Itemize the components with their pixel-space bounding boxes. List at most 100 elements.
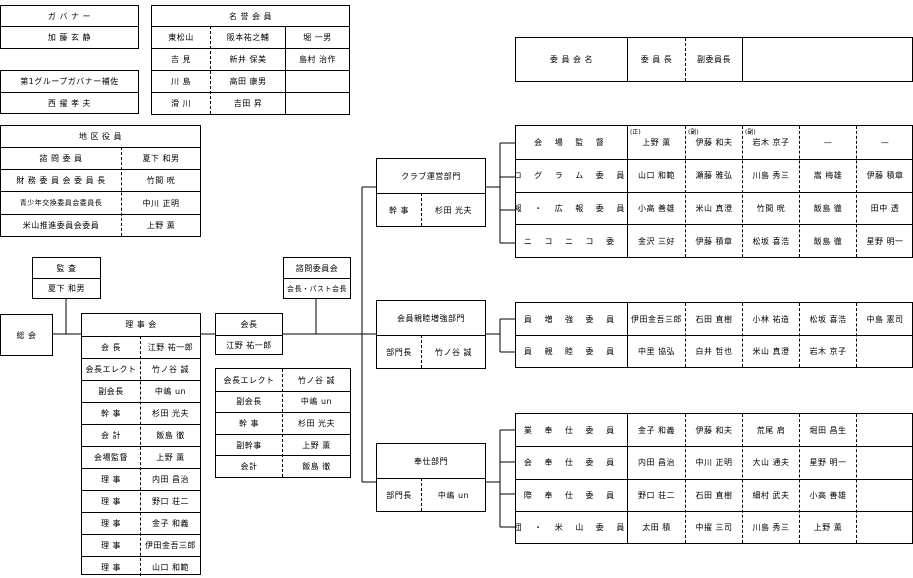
- board-role: 理 事: [100, 519, 122, 528]
- committee-chair: 太田 積: [642, 522, 671, 532]
- role-mark: (副): [745, 129, 756, 136]
- committee-m3: [857, 447, 913, 478]
- board-member: 上野 薫: [156, 453, 185, 462]
- advisory-title: 諮問委員会: [295, 263, 339, 273]
- header-committee-name: 委 員 会 名: [549, 55, 594, 64]
- president-box: 会長 江野 祐一郎: [215, 313, 283, 355]
- header-members: 委 員: [743, 38, 913, 81]
- committee-name: 職 業 奉 仕 委 員 会: [516, 426, 627, 436]
- board-title: 理 事 会: [125, 320, 157, 329]
- committee-m1: 大山 通夫: [752, 458, 790, 468]
- committee-m2: 飯島 徹: [813, 236, 843, 246]
- governor-box: ガ バ ナ ー 加 藤 玄 静: [0, 5, 139, 49]
- committee-chair: 山口 和範: [637, 171, 676, 181]
- honorary-members-box: 名 誉 会 員 東松山 阪本祐之輔 堀 一男 吉 見 新井 保美 島村 治作 川…: [151, 5, 350, 115]
- district-person: 上野 薫: [146, 221, 176, 230]
- committee-name: 会 報 ・ 広 報 委 員 会: [516, 203, 627, 213]
- advisory-committee-box: 諮問委員会 会長・パスト会長: [283, 257, 351, 299]
- committee-m3: [857, 336, 913, 367]
- board-role: 会 計: [100, 431, 122, 440]
- division-title: 会員親睦増強部門: [397, 313, 465, 323]
- assistant-governor-title: 第1グループガバナー補佐: [20, 77, 119, 86]
- district-role: 財 務 委 員 会 委 員 長: [16, 176, 106, 185]
- honorary-cell: 新井 保美: [229, 55, 267, 64]
- division-role: 幹 事: [388, 205, 410, 215]
- board-role: 理 事: [100, 541, 122, 550]
- board-role: 理 事: [100, 497, 122, 506]
- board-member: 内田 昌治: [151, 475, 190, 484]
- board-role: 副会長: [98, 387, 124, 396]
- committee-chair: 内田 昌治: [637, 458, 676, 468]
- district-title: 地 区 役 員: [78, 131, 123, 141]
- committee-vice: 石田 直樹: [695, 315, 733, 324]
- committee-m1: 松坂 喜浩: [752, 236, 790, 246]
- honorary-cell: 高田 康男: [229, 77, 267, 86]
- division-club-operations: クラブ運営部門 幹 事 杉田 光夫: [376, 158, 486, 227]
- committee-m3: 伊藤 積章: [866, 171, 904, 181]
- committee-chair: 伊田金吾三郎: [631, 315, 682, 324]
- auditor-box: 監 査 夏下 和男: [32, 257, 101, 299]
- honorary-cell: 川 島: [170, 77, 192, 86]
- committee-chair: 上野 薫: [642, 138, 671, 148]
- committee-m2: 上野 薫: [813, 522, 843, 532]
- committee-m3: 田中 透: [870, 203, 900, 213]
- committee-vice: 米山 真澄: [695, 203, 733, 213]
- board-member: 金子 和義: [151, 519, 190, 528]
- division-head: 竹ノ谷 誠: [434, 347, 473, 357]
- committee-vice: 石田 直樹: [695, 490, 733, 500]
- board-role: 理 事: [100, 563, 122, 572]
- officer-name: 中嶋 un: [300, 397, 333, 407]
- board-role: 会長エレクト: [85, 365, 137, 374]
- committee-m2: 岩木 京子: [809, 347, 847, 356]
- division-title: 奉仕部門: [414, 456, 448, 466]
- committee-m3: [857, 415, 913, 446]
- district-person: 中川 正明: [142, 198, 180, 208]
- honorary-title: 名 誉 会 員: [228, 11, 273, 21]
- district-role: 青少年交換委員会委員長: [19, 199, 103, 207]
- committee-name: 出 席 ニ コ ニ コ 委 員 会: [516, 236, 627, 246]
- committee-m1: 竹間 晄: [756, 203, 786, 213]
- assistant-governor-name: 西 擢 孝 夫: [47, 98, 92, 108]
- committee-m2: 堀田 昌生: [809, 426, 847, 436]
- officer-name: 上野 薫: [302, 440, 331, 450]
- officer-name: 飯島 徹: [302, 462, 331, 472]
- president-title: 会長: [240, 320, 258, 329]
- committee-m3: [857, 480, 913, 511]
- committee-vice: 伊藤 和夫: [695, 426, 733, 436]
- division-service: 奉仕部門 部門長 中嶋 un: [376, 443, 486, 512]
- officer-role: 副会長: [236, 397, 262, 407]
- division-role: 部門長: [386, 347, 412, 357]
- committee-chair: 野口 荘二: [637, 490, 676, 500]
- committee-m1: 荒尾 肩: [756, 426, 786, 436]
- committee-m1: 細村 武夫: [752, 490, 790, 500]
- board-role: 理 事: [100, 475, 122, 484]
- committee-name: プ ロ グ ラ ム 委 員 会: [516, 171, 627, 181]
- header-chair: 委 員 長: [640, 55, 673, 64]
- district-role: 諮 問 委 員: [39, 154, 83, 163]
- honorary-cell: 堀 一男: [303, 33, 332, 42]
- committee-m2: 小高 善雄: [809, 490, 847, 500]
- committee-name: 社 会 奉 仕 委 員 会: [516, 458, 627, 468]
- honorary-cell: 吉 見: [170, 55, 192, 64]
- officer-role: 副幹事: [236, 440, 262, 450]
- honorary-cell: 島村 治作: [298, 55, 337, 64]
- header-vice-chair: 副委員長: [697, 55, 731, 64]
- board-role: 幹 事: [100, 409, 122, 418]
- committee-m1: 川島 秀三: [752, 522, 790, 532]
- honorary-cell: 滑 川: [170, 99, 192, 108]
- board-member: 江野 祐一郎: [147, 343, 194, 352]
- committee-vice: 中擢 三司: [695, 522, 733, 532]
- committee-name: 会 場 監 督: [534, 138, 609, 148]
- board-member: 山口 和範: [151, 563, 190, 572]
- board-role: 会 長: [100, 343, 122, 352]
- board-role: 会場監督: [94, 453, 128, 462]
- officer-name: 杉田 光夫: [297, 418, 336, 428]
- honorary-cell: 吉田 昇: [233, 99, 263, 108]
- district-person: 夏下 和男: [142, 154, 180, 163]
- district-officers-box: 地 区 役 員 諮 問 委 員 夏下 和男 財 務 委 員 会 委 員 長 竹間…: [0, 125, 201, 237]
- board-member: 中嶋 un: [154, 387, 187, 396]
